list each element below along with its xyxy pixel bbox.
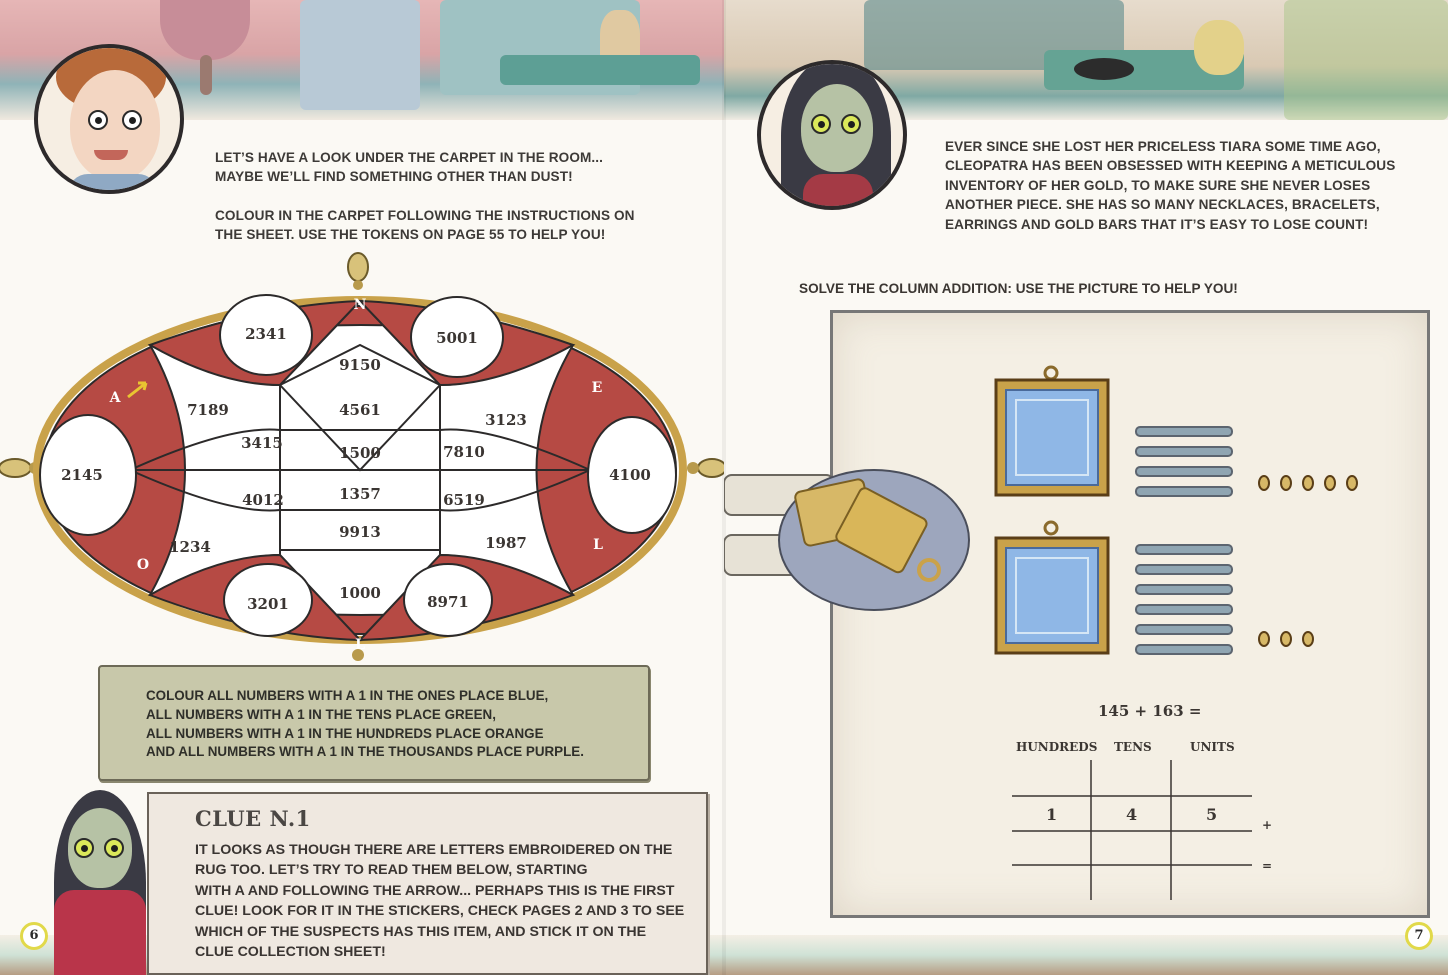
arrow-icon (127, 381, 147, 399)
cell-hundreds: 1 (1046, 805, 1058, 824)
equals-sign: = (1262, 859, 1273, 873)
clue-card: CLUE N.1 IT LOOKS AS THOUGH THERE ARE LE… (147, 792, 708, 975)
tassel-right (687, 458, 724, 478)
rug-number: 5001 (436, 329, 478, 347)
rug-number: 4561 (339, 401, 381, 419)
letter-a: A (109, 390, 122, 406)
right-intro-text: EVER SINCE SHE LOST HER PRICELESS TIARA … (945, 139, 1396, 232)
rug-number: 4100 (609, 466, 651, 484)
rug-number: 6519 (443, 491, 485, 509)
mirror-icon (994, 365, 1110, 497)
gold-ring-icons-group-2 (1258, 631, 1314, 647)
plus-sign: + (1262, 818, 1273, 832)
right-intro: EVER SINCE SHE LOST HER PRICELESS TIARA … (945, 137, 1395, 234)
letter-l-bottom: L (355, 637, 365, 653)
letter-e: E (592, 380, 603, 396)
rug-number: 9913 (339, 523, 381, 541)
rug-number: 1000 (339, 584, 381, 602)
necklace-icons-group-2 (1135, 544, 1233, 655)
carpet-illustration: N E L L O A 2341 5001 2145 4100 3201 897… (0, 252, 724, 661)
header-tens: TENS (1114, 740, 1152, 754)
addition-equation: 145 + 163 = (1098, 702, 1202, 720)
top-illustration-left (0, 0, 724, 120)
addition-table-grid (1012, 760, 1252, 900)
header-hundreds: HUNDREDS (1016, 740, 1098, 754)
mummy-hands-with-gold (724, 469, 970, 611)
mirror-icon (994, 520, 1110, 655)
letter-n: N (354, 297, 367, 313)
clue-body: IT LOOKS AS THOUGH THERE ARE LETTERS EMB… (195, 842, 685, 961)
rug-number: 7810 (443, 443, 485, 461)
colouring-instructions-card: COLOUR ALL NUMBERS WITH A 1 IN THE ONES … (98, 665, 650, 781)
rug-number: 1987 (485, 534, 527, 552)
rug-number: 3201 (247, 595, 289, 613)
rug-number: 1234 (169, 538, 211, 556)
left-intro-text-1: LET’S HAVE A LOOK UNDER THE CARPET IN TH… (215, 150, 604, 185)
letter-o: O (137, 557, 149, 573)
rug-number: 7189 (187, 401, 229, 419)
clue-title: CLUE N.1 (195, 806, 311, 831)
rug-circle-bottom-left (223, 563, 313, 637)
rug-number: 2145 (61, 466, 103, 484)
rug-number: 1500 (339, 444, 381, 462)
rug-circle-right (587, 416, 677, 534)
rug-number: 8971 (427, 593, 469, 611)
addition-panel (830, 310, 1430, 918)
rug-number: 3123 (485, 411, 527, 429)
girl-detective-illustration (40, 790, 160, 975)
rug-circle-bottom-right (403, 563, 493, 637)
rug-circle-top-right (410, 296, 504, 378)
treasure-illustration (724, 365, 1358, 900)
girl-portrait-avatar (757, 60, 907, 210)
cell-units: 5 (1206, 805, 1218, 824)
letter-l-right: L (593, 537, 603, 553)
colouring-instructions-text: COLOUR ALL NUMBERS WITH A 1 IN THE ONES … (146, 688, 584, 760)
page-number-right: 7 (1405, 922, 1433, 950)
rug-circle-left (39, 414, 137, 536)
rug-circle-top-left (219, 294, 313, 376)
tassel-top (347, 252, 369, 290)
tassel-bottom (352, 649, 364, 661)
necklace-icons-group-1 (1135, 426, 1233, 497)
gold-ring-icons-group-1 (1258, 475, 1358, 491)
boy-portrait-avatar (34, 44, 184, 194)
page-number-left: 6 (20, 922, 48, 950)
rug-number: 1357 (339, 485, 381, 503)
rug-number: 9150 (339, 356, 381, 374)
cell-tens: 4 (1126, 805, 1138, 824)
rug-number: 4012 (242, 491, 284, 509)
left-intro: LET’S HAVE A LOOK UNDER THE CARPET IN TH… (215, 148, 635, 245)
addition-instruction: SOLVE THE COLUMN ADDITION: USE THE PICTU… (799, 281, 1238, 296)
rug-number: 3415 (241, 434, 283, 452)
header-units: UNITS (1190, 740, 1235, 754)
rug-number: 2341 (245, 325, 287, 343)
left-intro-text-2: COLOUR IN THE CARPET FOLLOWING THE INSTR… (215, 207, 635, 243)
